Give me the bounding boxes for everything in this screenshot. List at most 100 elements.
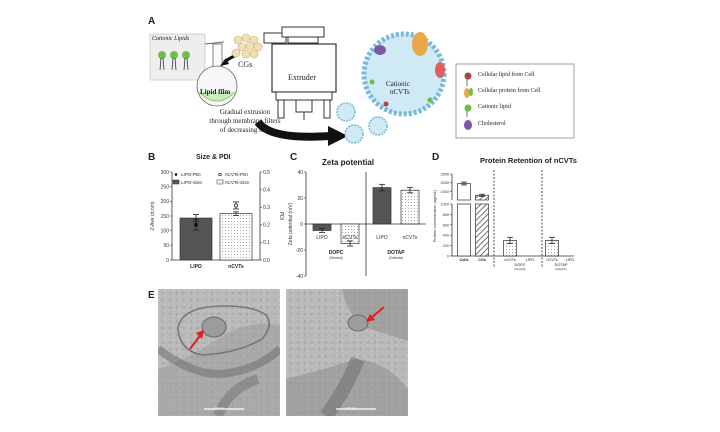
y-tick-label: -20 [296, 248, 303, 254]
legend-label: LIPO-Size [181, 180, 202, 185]
lipid-film-text: Lipid film [200, 88, 231, 96]
x-tick-label: nCVTs [228, 264, 244, 270]
panel-d-title: Protein Retention of nCVTs [480, 156, 577, 165]
y-axis-label: Zeta potential (mV) [288, 202, 294, 245]
legend-marker [216, 179, 224, 185]
group-sub-label: (Neutral) [329, 256, 342, 260]
left-tick-label: 300 [161, 170, 170, 176]
extrusion-line-2: through membrane filters [209, 117, 281, 125]
protein-bar-lower [475, 203, 489, 257]
bar-label: nCVTs [403, 235, 418, 241]
y-tick-label: 0 [447, 255, 449, 259]
right-tick-label: 0.4 [263, 187, 270, 193]
extrusion-line-3: of decreasing size [219, 126, 271, 134]
x-tick-label: Cells [459, 258, 468, 262]
legend-icons [464, 72, 473, 130]
left-tick-label: 100 [161, 228, 170, 234]
zeta-bar [400, 189, 420, 225]
y-tick-label: 200 [443, 244, 449, 248]
panel-a-label: A [148, 16, 156, 27]
panel-c-label: C [290, 152, 298, 163]
group-label: DOPC [515, 263, 526, 267]
y-tick-label: 1000 [441, 203, 449, 207]
y-axis-label-right: PDI [278, 212, 284, 220]
left-tick-label: 150 [161, 214, 170, 220]
bar-label: LIPO [316, 235, 328, 241]
x-tick-label: nCVTs [504, 258, 515, 262]
bar-label: LIPO [376, 235, 388, 241]
pdi-point-ncvts [234, 203, 238, 208]
x-tick-label: LIPO [190, 264, 202, 270]
group-sub-label: (Neutral) [515, 267, 526, 271]
y-tick-label: 2000 [441, 181, 449, 185]
group-sub-label: (Cationic) [555, 267, 567, 271]
y-tick-label: -40 [296, 274, 303, 280]
left-tick-label: 200 [161, 199, 170, 205]
protein-bar-lower [457, 203, 471, 257]
right-tick-label: 0.5 [263, 170, 270, 176]
left-tick-label: 250 [161, 184, 170, 190]
group-sub-label: (Cationic) [389, 256, 404, 260]
y-tick-label: 20 [297, 196, 303, 202]
panel-c-title: Zeta potential [322, 158, 375, 167]
x-tick-label: nCVTs [546, 258, 557, 262]
cryo-em-image-right: 100 nm [286, 289, 408, 416]
left-tick-label: 0 [166, 258, 169, 264]
cationic-lipids-text: Cationic Lipids [152, 36, 190, 42]
flask [196, 41, 238, 107]
cationic-ncvt-vesicle [361, 31, 447, 117]
extruder-device [263, 26, 337, 120]
y-tick-label: 800 [443, 213, 449, 217]
x-tick-label: LIPO [526, 258, 535, 262]
y-tick-label: 2500 [441, 173, 449, 177]
y-axis-label-left: Z-Ave (d.nm) [150, 201, 156, 230]
y-tick-label: 600 [443, 223, 449, 227]
chart-size-pdi: 0 50 100 150 200 250 300 0.0 0.1 0.2 0.3 0.4 0.5Z-Av… [150, 170, 284, 270]
scale-bar-right-text: 100 nm [346, 406, 357, 410]
panel-d-label: D [432, 152, 440, 163]
right-tick-label: 0.0 [263, 258, 270, 264]
y-tick-label: 40 [297, 170, 303, 176]
cationic-ncvts-line-1: Cationic [386, 80, 410, 88]
pdi-point-lipo [194, 222, 198, 227]
cryo-em-image-left: 100 nm [158, 289, 280, 416]
left-tick-label: 50 [163, 243, 169, 249]
protein-bar-upper [457, 183, 471, 201]
group-label: DOTAP [555, 263, 568, 267]
y-axis-label: Protein concentration (ug/mL) [432, 189, 437, 242]
group-label: DOPC [329, 250, 344, 256]
scale-bar-left-text: 100 nm [214, 406, 225, 410]
x-tick-label: LIPO [566, 258, 575, 262]
zeta-bar [372, 187, 392, 225]
small-vesicles [336, 102, 388, 144]
bar-label: nCVTs [343, 235, 358, 241]
legend-marker [174, 173, 178, 176]
right-tick-label: 0.2 [263, 223, 270, 229]
legend-text-1: Cellular lipid from Cell [478, 72, 535, 78]
extruder-text: Extruder [288, 73, 316, 82]
legend-label: nCVTs-Size [225, 180, 249, 185]
size-bar-ncvts [219, 213, 253, 261]
y-tick-label: 1500 [441, 190, 449, 194]
group-label: DOTAP [387, 250, 405, 256]
panel-b-title: Size & PDI [196, 154, 231, 161]
y-tick-label: 0 [300, 222, 303, 228]
legend-text-2: Cellular protein from Cell [478, 88, 541, 94]
y-tick-label: 400 [443, 234, 449, 238]
legend-marker [172, 179, 180, 185]
legend-label: LIPO-PDI [181, 172, 201, 177]
cationic-lipid-icons [158, 51, 190, 71]
extrusion-line-1: Gradual extrusion [219, 108, 271, 116]
right-tick-label: 0.1 [263, 240, 270, 246]
cgs-cluster [231, 33, 263, 59]
legend-marker [218, 172, 222, 177]
cgs-text: CGs [238, 60, 253, 69]
panel-b-label: B [148, 152, 156, 163]
right-tick-label: 0.3 [263, 205, 270, 211]
legend-text-3: Cationic lipid [478, 104, 511, 110]
cationic-ncvts-line-2: nCVTs [390, 88, 410, 96]
panel-e-label: E [148, 290, 155, 301]
x-tick-label: CGs [478, 258, 486, 262]
